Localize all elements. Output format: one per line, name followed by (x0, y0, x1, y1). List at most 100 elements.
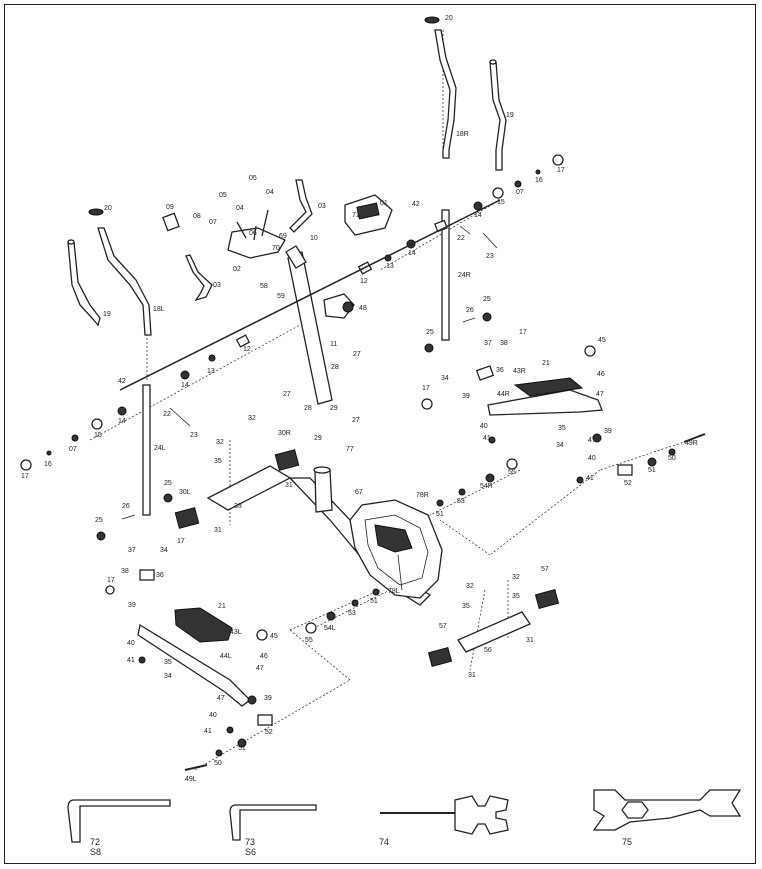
part-label-12: 12 (243, 346, 251, 353)
part-label-34: 34 (556, 442, 564, 449)
part-label-54L: 54L (324, 625, 336, 632)
part-label-71: 71 (352, 212, 360, 219)
part-label-50: 50 (668, 455, 676, 462)
part-label-07: 07 (209, 219, 217, 226)
right-pedal-assembly (421, 345, 706, 507)
part-label-34: 34 (164, 673, 172, 680)
part-label-14: 14 (408, 250, 416, 257)
part-label-39: 39 (462, 393, 470, 400)
part-label-32: 32 (466, 583, 474, 590)
tool-72-number: 72 (90, 837, 100, 847)
part-label-67: 67 (355, 489, 363, 496)
part-label-19: 19 (506, 112, 514, 119)
part-label-41: 41 (483, 435, 491, 442)
part-label-17: 17 (557, 167, 565, 174)
part-label-48: 48 (359, 305, 367, 312)
part-label-17: 17 (107, 577, 115, 584)
left-handlebar-assembly (20, 208, 191, 541)
console-assembly (119, 179, 501, 405)
main-frame (174, 449, 443, 606)
part-label-32: 32 (512, 574, 520, 581)
part-label-51: 51 (238, 745, 246, 752)
part-label-53: 53 (348, 610, 356, 617)
part-label-59: 59 (277, 293, 285, 300)
part-label-14: 14 (474, 212, 482, 219)
part-label-04: 04 (266, 189, 274, 196)
part-label-69: 69 (279, 233, 287, 240)
part-label-08: 08 (193, 213, 201, 220)
part-label-38: 38 (121, 568, 129, 575)
part-label-30L: 30L (179, 489, 191, 496)
tool-73-number: 73 (245, 837, 255, 847)
part-label-16: 16 (44, 461, 52, 468)
part-label-49L: 49L (185, 776, 197, 783)
part-label-44L: 44L (220, 653, 232, 660)
part-label-17: 17 (422, 385, 430, 392)
part-label-07: 07 (69, 446, 77, 453)
part-label-24L: 24L (154, 445, 166, 452)
part-label-10: 10 (310, 235, 318, 242)
part-label-43R: 43R (513, 368, 526, 375)
part-label-17: 17 (519, 329, 527, 336)
part-label-14: 14 (118, 418, 126, 425)
part-label-26: 26 (122, 503, 130, 510)
part-label-17: 17 (21, 473, 29, 480)
part-label-05: 05 (249, 175, 257, 182)
part-label-07: 07 (516, 189, 524, 196)
part-label-28: 28 (331, 364, 339, 371)
tool-flat-wrench (592, 789, 742, 831)
part-label-34: 34 (160, 547, 168, 554)
part-label-21: 21 (542, 360, 550, 367)
part-label-02: 02 (233, 266, 241, 273)
part-label-55: 55 (508, 469, 516, 476)
part-label-15: 15 (497, 199, 505, 206)
part-label-47: 47 (588, 437, 596, 444)
right-handlebar-assembly (357, 16, 564, 353)
part-label-29: 29 (314, 435, 322, 442)
part-label-35: 35 (462, 603, 470, 610)
part-label-31: 31 (526, 637, 534, 644)
part-label-44R: 44R (497, 391, 510, 398)
part-label-33: 33 (234, 503, 242, 510)
part-label-25: 25 (164, 480, 172, 487)
part-label-58: 58 (260, 283, 268, 290)
part-label-39: 39 (264, 695, 272, 702)
part-label-25: 25 (95, 517, 103, 524)
part-label-29: 29 (330, 405, 338, 412)
part-label-51: 51 (436, 511, 444, 518)
part-label-40: 40 (127, 640, 135, 647)
part-label-45: 45 (270, 633, 278, 640)
part-label-53: 53 (457, 498, 465, 505)
part-label-78R: 78R (416, 492, 429, 499)
part-label-56: 56 (484, 647, 492, 654)
part-label-12: 12 (360, 278, 368, 285)
part-label-42: 42 (412, 201, 420, 208)
part-label-30R: 30R (278, 430, 291, 437)
part-label-46: 46 (260, 653, 268, 660)
part-label-20: 20 (445, 15, 453, 22)
tool-74-number: 74 (379, 837, 389, 847)
part-label-52: 52 (265, 729, 273, 736)
part-label-27: 27 (283, 391, 291, 398)
part-label-17: 17 (177, 538, 185, 545)
part-label-51: 51 (370, 598, 378, 605)
part-label-23: 23 (486, 253, 494, 260)
part-label-49R: 49R (685, 440, 698, 447)
part-label-43L: 43L (230, 629, 242, 636)
part-label-13: 13 (386, 263, 394, 270)
part-label-27: 27 (352, 417, 360, 424)
part-label-28: 28 (304, 405, 312, 412)
rear-stabilizer (427, 589, 560, 667)
part-label-41: 41 (204, 728, 212, 735)
part-label-40: 40 (588, 455, 596, 462)
part-label-35: 35 (558, 425, 566, 432)
part-label-50: 50 (214, 760, 222, 767)
part-label-52: 52 (624, 480, 632, 487)
tool-73-size: S6 (245, 847, 256, 857)
part-label-26: 26 (466, 307, 474, 314)
part-label-19: 19 (103, 311, 111, 318)
part-label-54R: 54R (480, 483, 493, 490)
part-label-47: 47 (596, 391, 604, 398)
part-label-55: 55 (305, 637, 313, 644)
